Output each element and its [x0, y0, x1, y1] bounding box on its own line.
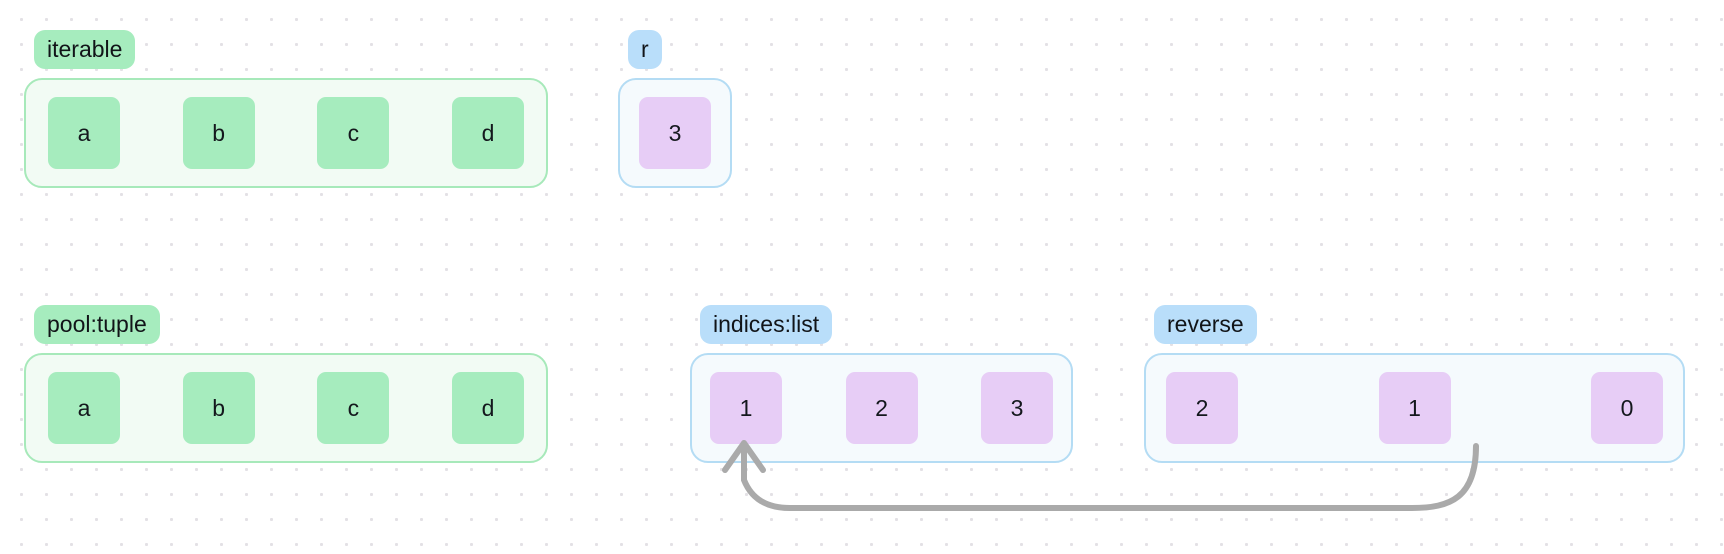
cell-indices-1[interactable]: 2	[845, 372, 918, 444]
group-label-r: r	[628, 30, 662, 69]
group-r: r 3	[618, 30, 732, 188]
cell-iterable-1[interactable]: b	[182, 97, 255, 169]
cell-reverse-2[interactable]: 0	[1591, 372, 1663, 444]
group-iterable: iterable a b c d	[24, 30, 548, 188]
cell-pool-0[interactable]: a	[48, 372, 120, 444]
cell-pool-1[interactable]: b	[182, 372, 255, 444]
cell-indices-2[interactable]: 3	[981, 372, 1053, 444]
cell-reverse-0[interactable]: 2	[1166, 372, 1238, 444]
cell-indices-0[interactable]: 1	[710, 372, 782, 444]
group-body-r: 3	[618, 78, 732, 188]
cell-pool-2[interactable]: c	[317, 372, 390, 444]
group-body-pool: a b c d	[24, 353, 548, 463]
group-label-indices: indices:list	[700, 305, 833, 344]
group-body-iterable: a b c d	[24, 78, 548, 188]
group-body-indices: 1 2 3	[690, 353, 1073, 463]
cell-iterable-0[interactable]: a	[48, 97, 120, 169]
cell-iterable-2[interactable]: c	[317, 97, 390, 169]
group-label-pool: pool:tuple	[34, 305, 160, 344]
cell-reverse-1[interactable]: 1	[1378, 372, 1451, 444]
cell-r-0[interactable]: 3	[639, 97, 711, 169]
group-pool: pool:tuple a b c d	[24, 305, 548, 463]
cell-pool-3[interactable]: d	[451, 372, 524, 444]
group-label-iterable: iterable	[34, 30, 136, 69]
group-reverse: reverse 2 1 0	[1144, 305, 1685, 463]
group-indices: indices:list 1 2 3	[690, 305, 1073, 463]
group-label-reverse: reverse	[1154, 305, 1257, 344]
group-body-reverse: 2 1 0	[1144, 353, 1685, 463]
cell-iterable-3[interactable]: d	[451, 97, 524, 169]
